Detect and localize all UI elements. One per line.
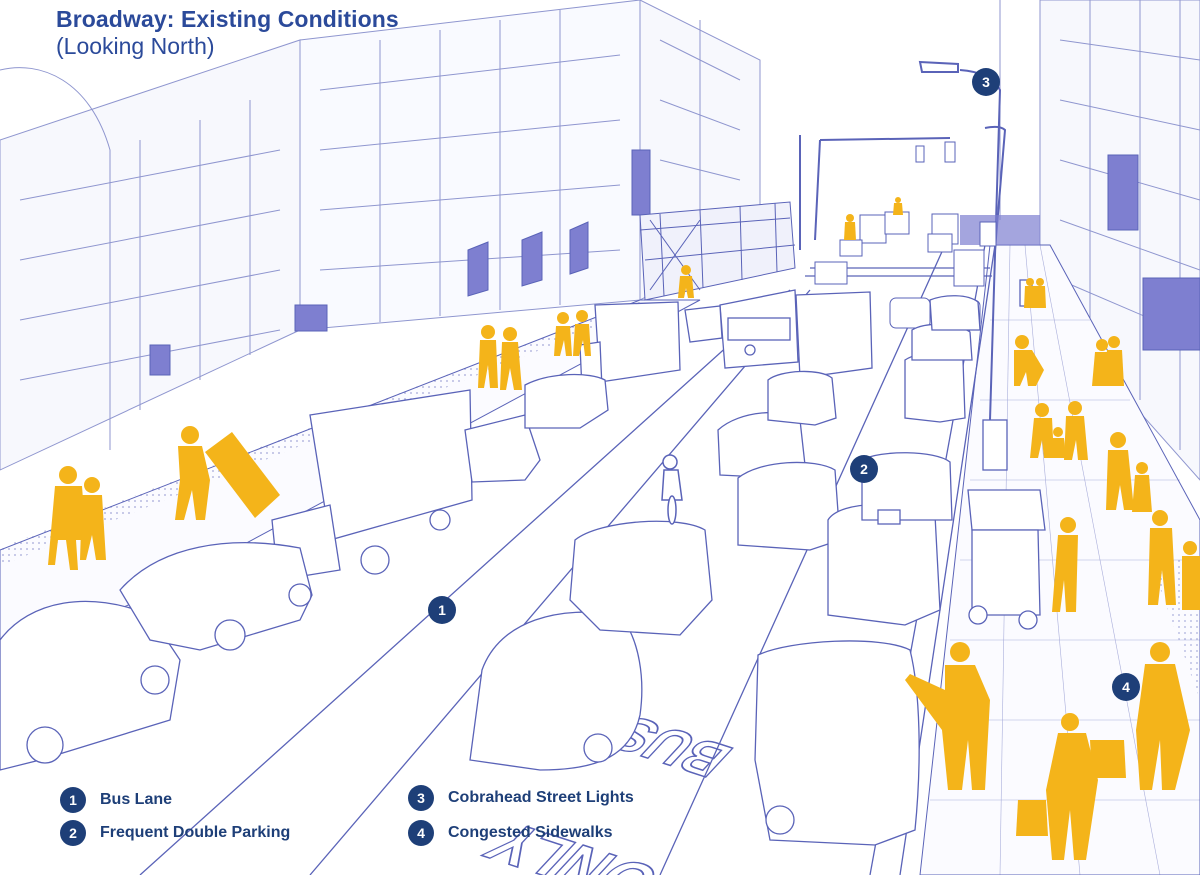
left-buildings [0,0,761,471]
distant-plaza [960,215,1040,245]
legend-badge: 4 [408,820,434,846]
cars [0,295,981,846]
bus [719,289,799,369]
legend-item-bus-lane: 1 Bus Lane [60,787,172,813]
cobrahead-street-lights [799,60,1007,421]
sidewalk-marker: 4 [1112,673,1140,701]
page-subtitle: (Looking North) [56,33,215,59]
double-parking-marker: 2 [850,455,878,483]
legend-label: Congested Sidewalks [448,824,613,841]
legend-badge: 1 [60,787,86,813]
legend-badge: 2 [60,820,86,846]
scaffolding [639,201,796,301]
legend-label: Bus Lane [100,791,173,808]
legend-item-street-lights: 3 Cobrahead Street Lights [408,785,634,811]
building-banners [149,149,1200,376]
bus-lane-marker: 1 [428,596,456,624]
page-title: Broadway: Existing Conditions [56,6,399,32]
legend-badge: 3 [408,785,434,811]
legend-item-sidewalks: 4 Congested Sidewalks [408,820,613,846]
legend-label: Cobrahead Street Lights [448,789,634,806]
street-light-marker: 3 [972,68,1000,96]
legend-item-double-parking: 2 Frequent Double Parking [60,820,290,846]
legend-label: Frequent Double Parking [100,824,291,841]
pedestrians [48,197,1200,860]
box-trucks [271,291,873,581]
cyclist [661,454,683,525]
